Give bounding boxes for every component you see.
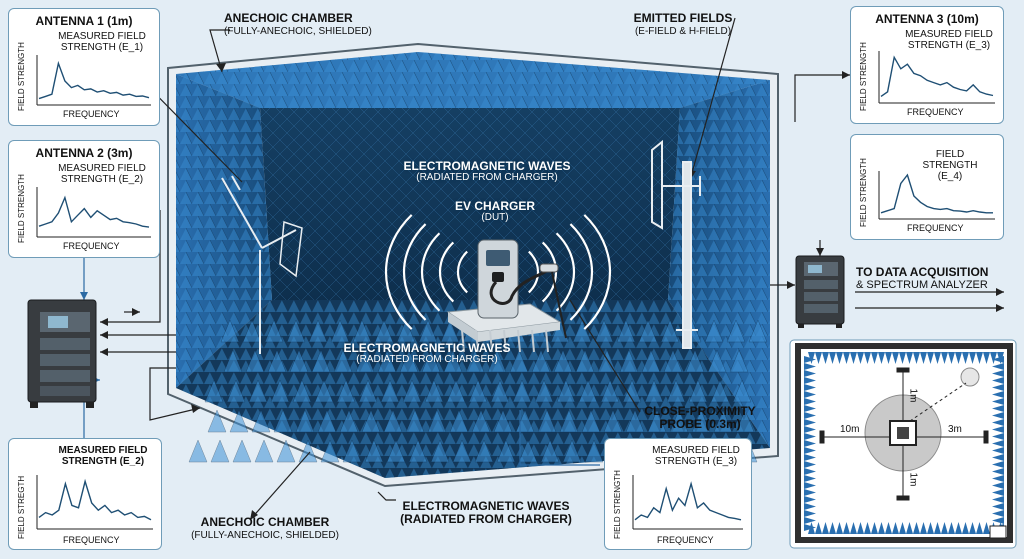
antenna-3-title: ANTENNA 3 (10m): [875, 12, 979, 26]
label-em-mid-sub: (RADIATED FROM CHARGER): [356, 354, 498, 365]
measured-e3-bottom-y-label: FIELD STRENGTH: [613, 470, 622, 539]
label-data-acquisition: TO DATA ACQUISITION & SPECTRUM ANALYZER: [856, 266, 988, 292]
antenna-1-plot-title: MEASURED FIELD STRENGTH (E_1): [58, 31, 146, 53]
label-em-bottom: ELECTROMAGNETIC WAVES (RADIATED FROM CHA…: [394, 500, 578, 526]
label-em-bottom-sub: (RADIATED FROM CHARGER): [400, 512, 572, 526]
label-em-top-sub: (RADIATED FROM CHARGER): [416, 172, 558, 183]
label-chamber-top-sub: (FULLY-ANECHOIC, SHIELDED): [224, 26, 372, 37]
antenna-2-y-label: FIELD STRENGTH: [17, 174, 26, 243]
antenna-1-structure: [221, 175, 303, 354]
label-chamber-top: ANECHOIC CHAMBER (FULLY-ANECHOIC, SHIELD…: [224, 12, 372, 38]
label-ev-title: EV CHARGER: [454, 199, 535, 213]
antenna-3-y-label: FIELD STRENGTH: [859, 42, 868, 111]
rack-left: [27, 299, 97, 408]
measured-e2-bottom-title: MEASURED FIELD STRENGTH (E_2): [58, 445, 148, 467]
floor-plan-inset: [789, 339, 1017, 549]
label-em-mid: ELECTROMAGNETIC WAVES (RADIATED FROM CHA…: [332, 342, 522, 366]
measured-e2-bottom-trace: [36, 475, 153, 530]
label-em-bottom-title: ELECTROMAGNETIC WAVES: [402, 499, 570, 513]
floorplan-right-distance: 3m: [948, 424, 962, 435]
floorplan-bottom-distance: 1m: [907, 472, 919, 487]
field-strength-e4-panel: FIELD STRENGTH (E_4) FIELD STRENGTH FREQ…: [850, 134, 1004, 240]
floorplan-top-distance: 1m: [907, 388, 919, 403]
antenna-2-plot-title: MEASURED FIELD STRENGTH (E_2): [58, 163, 146, 185]
label-chamber-bottom-title: ANECHOIC CHAMBER: [200, 515, 330, 529]
antenna-3-x-label: FREQUENCY: [907, 107, 964, 117]
antenna-1-x-label: FREQUENCY: [63, 109, 120, 119]
label-probe-sub: PROBE (0.3m): [659, 417, 741, 431]
label-em-top: ELECTROMAGNETIC WAVES (RADIATED FROM CHA…: [392, 160, 582, 184]
field-strength-e4-x-label: FREQUENCY: [907, 223, 964, 233]
label-emitted-fields: EMITTED FIELDS (E-FIELD & H-FIELD): [618, 12, 748, 38]
antenna-2-title: ANTENNA 2 (3m): [35, 146, 133, 160]
antenna-1-panel: ANTENNA 1 (1m) MEASURED FIELD STRENGTH (…: [8, 8, 160, 126]
label-emitted-title: EMITTED FIELDS: [633, 11, 733, 25]
antenna-1-spectrum-trace: [36, 55, 151, 106]
antenna-3-spectrum-trace: [878, 51, 995, 104]
label-chamber-top-title: ANECHOIC CHAMBER: [224, 11, 353, 25]
measured-e2-bottom-panel: MEASURED FIELD STRENGTH (E_2) FIELD STRE…: [8, 438, 162, 550]
label-ev-sub: (DUT): [481, 212, 509, 223]
rack-right: [795, 255, 845, 328]
antenna-2-panel: ANTENNA 2 (3m) MEASURED FIELD STRENGTH (…: [8, 140, 160, 258]
antenna-3-plot-title: MEASURED FIELD STRENGTH (E_3): [905, 29, 993, 51]
label-em-mid-title: ELECTROMAGNETIC WAVES: [343, 341, 511, 355]
em-wave-arcs: [384, 214, 612, 330]
antenna-3-structure: [651, 139, 701, 349]
antenna-1-y-label: FIELD STRENGTH: [17, 42, 26, 111]
label-chamber-bottom-sub: (FULLY-ANECHOIC, SHIELDED): [191, 530, 339, 541]
measured-e3-bottom-trace: [632, 475, 743, 530]
field-strength-e4-trace: [878, 171, 995, 220]
field-strength-e4-title: FIELD STRENGTH (E_4): [922, 149, 978, 182]
label-probe-title: CLOSE-PROXIMITY: [644, 404, 756, 418]
antenna-2-x-label: FREQUENCY: [63, 241, 120, 251]
measured-e3-bottom-x-label: FREQUENCY: [657, 535, 714, 545]
field-strength-e4-y-label: FIELD STRENGTH: [859, 158, 868, 227]
measured-e2-bottom-y-label: FIELD STREGTH: [17, 475, 26, 539]
ev-charger-dut: [446, 239, 567, 353]
measured-e3-bottom-panel: MEASURED FIELD STRENGTH (E_3) FIELD STRE…: [604, 438, 752, 550]
label-daq-line2: & SPECTRUM ANALYZER: [856, 279, 988, 291]
label-emitted-sub: (E-FIELD & H-FIELD): [634, 26, 732, 37]
label-probe: CLOSE-PROXIMITY PROBE (0.3m): [640, 405, 760, 431]
antenna-1-title: ANTENNA 1 (1m): [35, 14, 133, 28]
floorplan-left-distance: 10m: [840, 424, 860, 435]
label-chamber-bottom: ANECHOIC CHAMBER (FULLY-ANECHOIC, SHIELD…: [180, 516, 350, 542]
measured-e3-bottom-title: MEASURED FIELD STRENGTH (E_3): [652, 445, 740, 467]
antenna-3-panel: ANTENNA 3 (10m) MEASURED FIELD STRENGTH …: [850, 6, 1004, 124]
label-em-top-title: ELECTROMAGNETIC WAVES: [403, 159, 571, 173]
antenna-2-spectrum-trace: [36, 187, 151, 238]
label-daq-line1: TO DATA ACQUISITION: [856, 265, 989, 279]
measured-e2-bottom-x-label: FREQUENCY: [63, 535, 120, 545]
label-ev-charger: EV CHARGER (DUT): [440, 200, 550, 224]
